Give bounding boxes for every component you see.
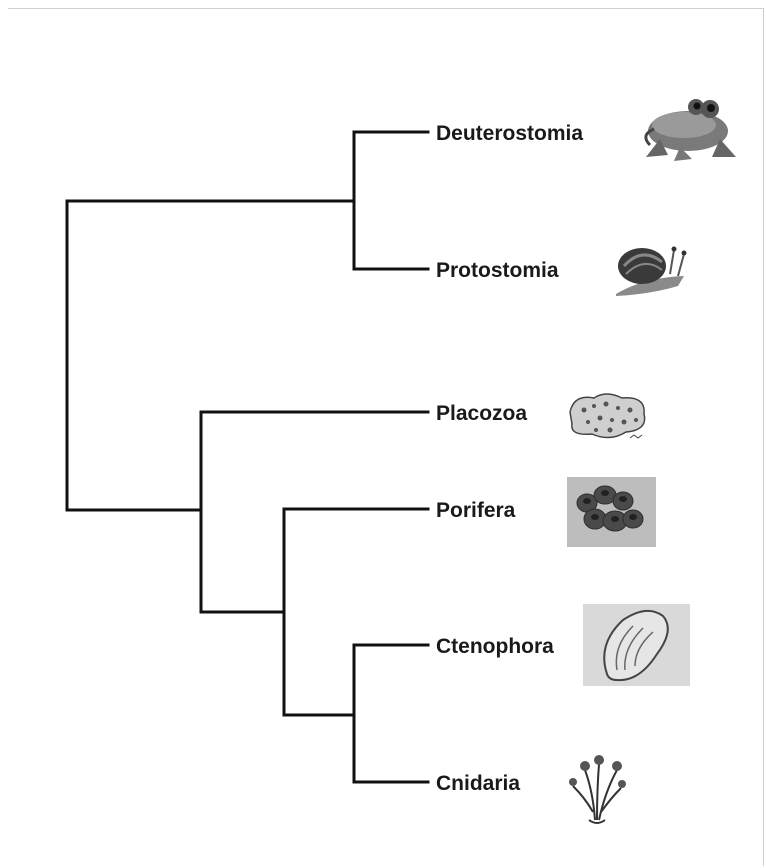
taxon-label-deuterostomia: Deuterostomia [436, 122, 583, 145]
taxon-label-protostomia: Protostomia [436, 259, 559, 282]
frog-icon [646, 99, 736, 161]
sponge-icon [567, 477, 656, 547]
taxon-label-porifera: Porifera [436, 499, 516, 522]
snail-icon [616, 247, 687, 297]
placozoan-icon [570, 394, 645, 438]
taxon-label-ctenophora: Ctenophora [436, 635, 554, 658]
taxon-label-cnidaria: Cnidaria [436, 772, 520, 795]
hydroid-icon [569, 755, 626, 823]
comb-jelly-icon [583, 604, 690, 686]
tree-branches [67, 132, 428, 782]
taxon-label-placozoa: Placozoa [436, 402, 527, 425]
